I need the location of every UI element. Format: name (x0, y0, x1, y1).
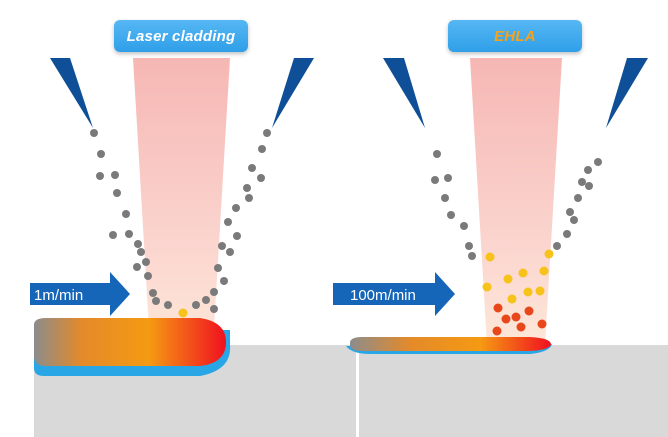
molten-particle (482, 282, 492, 292)
powder-particle (111, 171, 119, 179)
powder-particle (109, 231, 117, 239)
molten-particle (544, 249, 554, 259)
molten-particle (535, 286, 545, 296)
powder-particle (113, 189, 121, 197)
powder-particle (594, 158, 602, 166)
powder-particle (574, 194, 582, 202)
feed-direction-arrow-icon (333, 272, 455, 316)
molten-particle (524, 306, 534, 316)
powder-particle (245, 194, 253, 202)
nozzle-wedge-icon (272, 58, 314, 128)
molten-particle (492, 326, 502, 336)
molten-particle (523, 287, 533, 297)
powder-particle (133, 263, 141, 271)
substrate-right (359, 345, 668, 437)
powder-particle (192, 301, 200, 309)
nozzle-wedge-icon (50, 58, 93, 128)
powder-particle (570, 216, 578, 224)
melt-pool-right (350, 337, 551, 351)
molten-particle (516, 322, 526, 332)
powder-particle (441, 194, 449, 202)
feed-direction-arrow-icon (30, 272, 130, 316)
molten-particle (539, 266, 549, 276)
powder-particle (220, 277, 228, 285)
powder-particle (144, 272, 152, 280)
powder-particle (210, 305, 218, 313)
powder-particle (164, 301, 172, 309)
powder-particle (152, 297, 160, 305)
powder-particle (232, 204, 240, 212)
powder-particle (465, 242, 473, 250)
molten-particle (503, 274, 513, 284)
powder-particle (142, 258, 150, 266)
powder-particle (258, 145, 266, 153)
molten-particle (501, 314, 511, 324)
powder-particle (468, 252, 476, 260)
laser-cladding-title: Laser cladding (114, 20, 248, 52)
powder-particle (563, 230, 571, 238)
nozzle-wedge-icon (383, 58, 425, 128)
nozzle-wedge-icon (606, 58, 648, 128)
powder-particle (431, 176, 439, 184)
molten-particle (518, 268, 528, 278)
powder-particle (210, 288, 218, 296)
powder-particle (584, 166, 592, 174)
laser-cladding-speed-label: 1m/min (34, 287, 84, 304)
powder-particle (263, 129, 271, 137)
powder-particle (122, 210, 130, 218)
powder-particle (125, 230, 133, 238)
molten-particle (178, 308, 188, 318)
powder-particle (460, 222, 468, 230)
powder-particle (97, 150, 105, 158)
powder-particle (214, 264, 222, 272)
molten-particle (537, 319, 547, 329)
powder-stream (90, 129, 602, 336)
powder-particle (447, 211, 455, 219)
laser-beam-right (470, 58, 562, 345)
molten-particle (493, 303, 503, 313)
powder-particle (96, 172, 104, 180)
powder-particle (226, 248, 234, 256)
molten-particle (507, 294, 517, 304)
powder-particle (137, 248, 145, 256)
powder-particle (257, 174, 265, 182)
powder-particle (149, 289, 157, 297)
ehla-speed-label: 100m/min (350, 287, 416, 304)
molten-particle (511, 312, 521, 322)
powder-particle (224, 218, 232, 226)
powder-particle (202, 296, 210, 304)
powder-particle (585, 182, 593, 190)
powder-particle (134, 240, 142, 248)
powder-particle (578, 178, 586, 186)
powder-particle (90, 129, 98, 137)
powder-particle (248, 164, 256, 172)
melt-pool-left (34, 318, 226, 366)
powder-particle (553, 242, 561, 250)
powder-particle (218, 242, 226, 250)
powder-particle (243, 184, 251, 192)
ehla-title: EHLA (448, 20, 582, 52)
powder-particle (566, 208, 574, 216)
powder-particle (433, 150, 441, 158)
powder-particle (444, 174, 452, 182)
molten-particle (485, 252, 495, 262)
powder-particle (233, 232, 241, 240)
laser-beam-left (133, 58, 230, 345)
